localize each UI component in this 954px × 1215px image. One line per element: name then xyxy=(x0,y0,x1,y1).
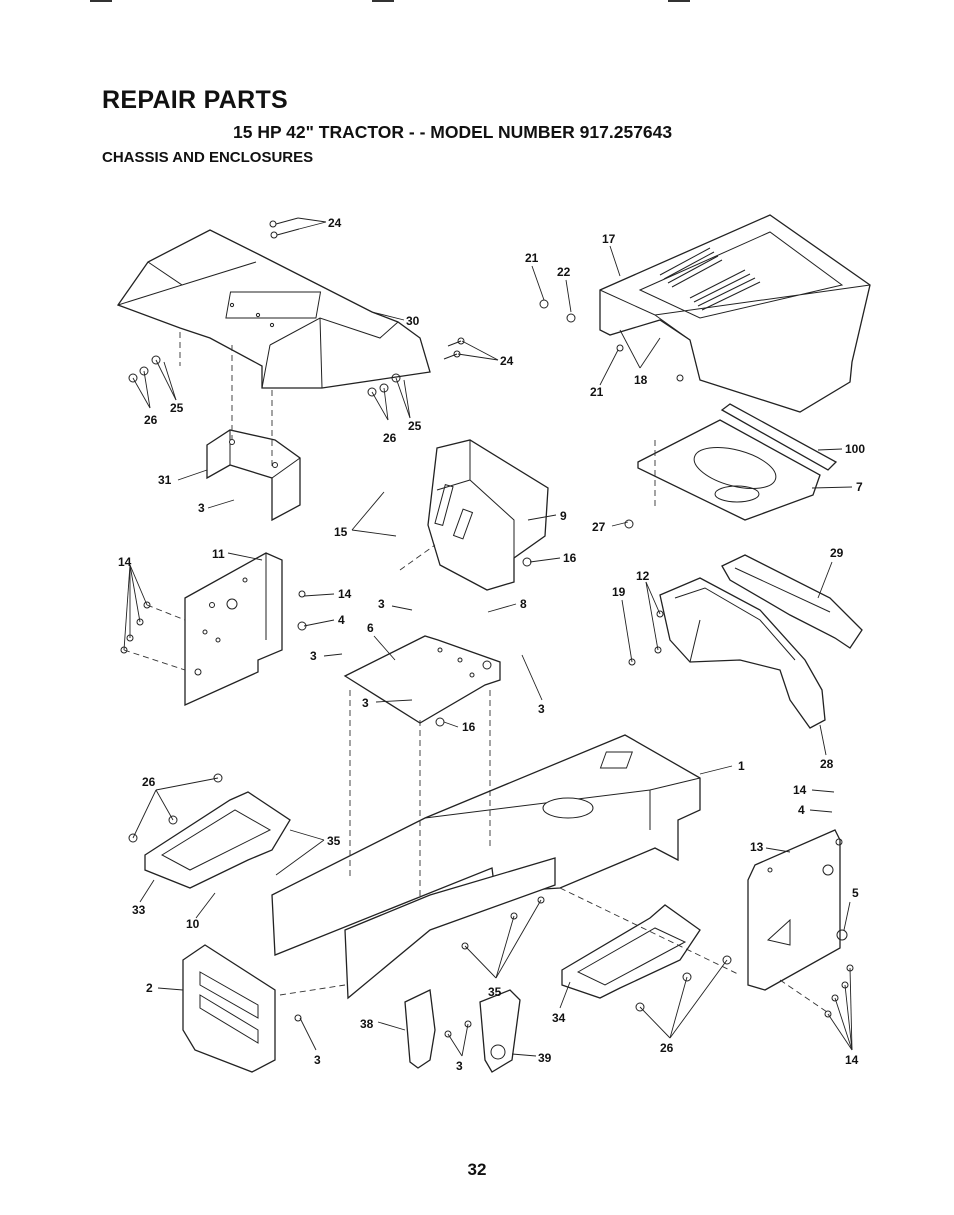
callout-8: 8 xyxy=(520,597,527,611)
callout-labels: 24 30 24 26 25 26 25 31 3 15 9 16 14 11 … xyxy=(118,216,865,1073)
hood-part xyxy=(599,214,871,413)
callout-2: 2 xyxy=(146,981,153,995)
hood-base-plate-part xyxy=(637,419,821,521)
left-hitch-bracket-part xyxy=(404,989,436,1069)
callout-5: 5 xyxy=(852,886,859,900)
callout-11: 11 xyxy=(212,547,225,561)
callout-31: 31 xyxy=(158,473,172,487)
callout-21: 21 xyxy=(525,251,539,265)
callout-25: 25 xyxy=(170,401,184,415)
callout-3: 3 xyxy=(538,702,545,716)
grille-trim-part xyxy=(721,554,863,649)
callout-14: 14 xyxy=(793,783,807,797)
callout-14: 14 xyxy=(845,1053,859,1067)
callout-26: 26 xyxy=(142,775,156,789)
callout-14: 14 xyxy=(118,555,132,569)
frame-rail-part xyxy=(344,857,556,1000)
model-subtitle: 15 HP 42" TRACTOR - - MODEL NUMBER 917.2… xyxy=(233,122,673,142)
callout-19: 19 xyxy=(612,585,626,599)
floor-plate-part xyxy=(343,635,501,724)
callout-24: 24 xyxy=(328,216,342,230)
callout-3: 3 xyxy=(314,1053,321,1067)
callout-6: 6 xyxy=(367,621,374,635)
callout-30: 30 xyxy=(406,314,420,328)
callout-10: 10 xyxy=(186,917,200,931)
right-side-panel-part xyxy=(747,829,841,991)
scan-mark xyxy=(90,0,112,2)
callout-21: 21 xyxy=(590,385,604,399)
main-frame-part xyxy=(271,734,701,956)
callout-15: 15 xyxy=(334,525,348,539)
callout-39: 39 xyxy=(538,1051,552,1065)
callout-16: 16 xyxy=(462,720,476,734)
fender-bracket-part xyxy=(206,429,301,522)
section-heading: CHASSIS AND ENCLOSURES xyxy=(102,149,314,166)
page-title: REPAIR PARTS xyxy=(102,86,289,114)
scan-mark xyxy=(668,0,690,2)
scan-mark xyxy=(372,0,394,2)
callout-4: 4 xyxy=(798,803,805,817)
callout-3: 3 xyxy=(362,696,369,710)
dash-panel-part xyxy=(427,439,549,591)
callout-26: 26 xyxy=(144,413,158,427)
left-side-panel-part xyxy=(184,552,283,707)
callout-18: 18 xyxy=(634,373,648,387)
callout-26: 26 xyxy=(660,1041,674,1055)
callout-12: 12 xyxy=(636,569,650,583)
callout-13: 13 xyxy=(750,840,764,854)
grille-part xyxy=(659,577,826,729)
page-number: 32 xyxy=(467,1160,487,1179)
callout-29: 29 xyxy=(830,546,844,560)
callout-24: 24 xyxy=(500,354,514,368)
callout-100: 100 xyxy=(845,442,865,456)
hood-seal-strip-part xyxy=(720,403,838,471)
rear-fender-part xyxy=(116,229,431,389)
right-footrest-part xyxy=(561,904,701,999)
callout-35: 35 xyxy=(488,985,502,999)
right-hitch-bracket-part xyxy=(479,989,521,1073)
callout-14: 14 xyxy=(338,587,352,601)
callout-26: 26 xyxy=(383,431,397,445)
callout-3: 3 xyxy=(310,649,317,663)
callout-33: 33 xyxy=(132,903,146,917)
hardware xyxy=(120,217,854,1038)
callout-4: 4 xyxy=(338,613,345,627)
alignment-lines xyxy=(123,332,831,1015)
callout-16: 16 xyxy=(563,551,577,565)
callout-27: 27 xyxy=(592,520,606,534)
callout-3: 3 xyxy=(198,501,205,515)
callout-7: 7 xyxy=(856,480,863,494)
left-footrest-part xyxy=(144,791,291,889)
callout-35: 35 xyxy=(327,834,341,848)
callout-38: 38 xyxy=(360,1017,374,1031)
leader-lines xyxy=(123,217,853,1057)
callout-3: 3 xyxy=(378,597,385,611)
callout-28: 28 xyxy=(820,757,834,771)
callout-1: 1 xyxy=(738,759,745,773)
callout-9: 9 xyxy=(560,509,567,523)
callout-17: 17 xyxy=(602,232,616,246)
callout-22: 22 xyxy=(557,265,571,279)
callout-3: 3 xyxy=(456,1059,463,1073)
rear-bracket-part xyxy=(182,944,276,1073)
callout-34: 34 xyxy=(552,1011,566,1025)
callout-25: 25 xyxy=(408,419,422,433)
